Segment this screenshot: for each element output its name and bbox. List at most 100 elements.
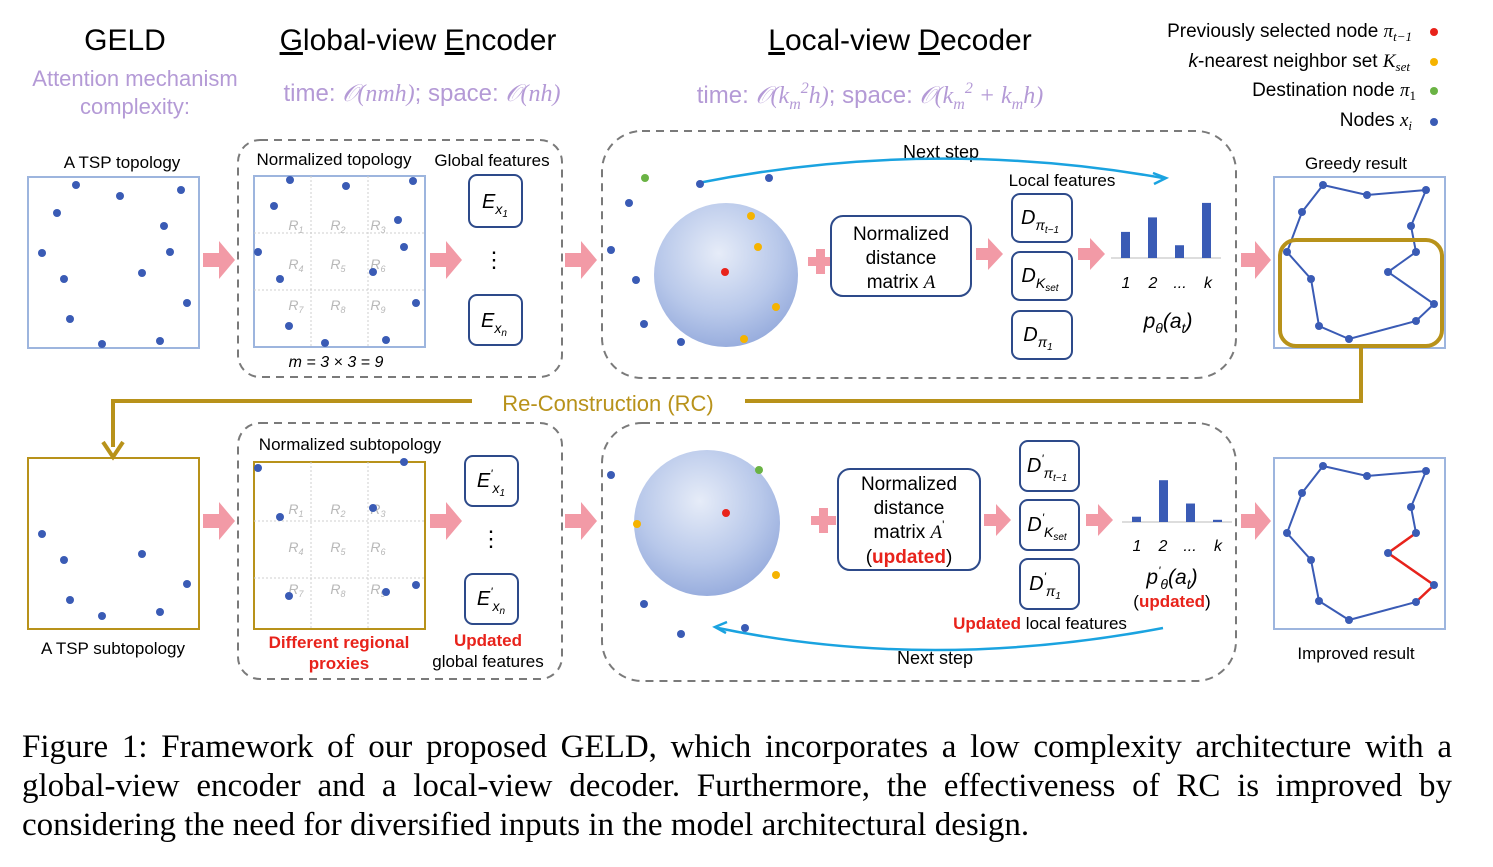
grid-frame bbox=[253, 175, 426, 348]
probability-bar bbox=[1159, 480, 1168, 522]
next-step-arrowhead-icon bbox=[712, 620, 728, 635]
node bbox=[1407, 222, 1415, 230]
node bbox=[640, 600, 648, 608]
knn-node bbox=[772, 303, 780, 311]
knn-node bbox=[740, 335, 748, 343]
node bbox=[741, 624, 749, 632]
improved-tour-path bbox=[1285, 465, 1436, 622]
matrix-label-line1: Normalized bbox=[853, 224, 949, 245]
geld-title: GELD bbox=[84, 24, 166, 57]
embedding-box-xn bbox=[468, 294, 523, 346]
node bbox=[394, 216, 402, 224]
tsp-topology-label: A TSP topology bbox=[64, 153, 181, 172]
probability-bar bbox=[1202, 202, 1211, 258]
node bbox=[632, 276, 640, 284]
global-features-label: Global features bbox=[434, 151, 549, 170]
node bbox=[1363, 191, 1371, 199]
tsp-topology-nodes bbox=[38, 181, 191, 348]
geld-framework-diagram: GELD Attention mechanism complexity: Glo… bbox=[27, 21, 1446, 682]
region-r3: R3 bbox=[370, 217, 385, 235]
legend: Previously selected node πt−1 k-nearest … bbox=[1167, 21, 1438, 133]
node bbox=[677, 630, 685, 638]
legend-selected-dot bbox=[1430, 28, 1438, 36]
node bbox=[412, 581, 420, 589]
prob-tick: 1 bbox=[1122, 275, 1131, 292]
probability-bar bbox=[1121, 231, 1130, 258]
node bbox=[1319, 181, 1327, 189]
destination-node bbox=[755, 466, 763, 474]
embedding-box-xn-updated bbox=[464, 573, 519, 625]
flow-arrow-icon bbox=[203, 502, 235, 540]
node bbox=[72, 181, 80, 189]
node bbox=[342, 182, 350, 190]
improved-segment-highlight bbox=[1385, 531, 1436, 603]
node bbox=[116, 192, 124, 200]
node bbox=[765, 174, 773, 182]
next-step-arrowhead-icon bbox=[1152, 171, 1170, 186]
node bbox=[1412, 529, 1420, 537]
node bbox=[1422, 186, 1430, 194]
node bbox=[1384, 549, 1392, 557]
matrix-updated-line3: matrix A' bbox=[874, 518, 945, 543]
node bbox=[1407, 503, 1415, 511]
attention-label-line1: Attention mechanism bbox=[32, 66, 237, 91]
probability-bar bbox=[1148, 217, 1157, 258]
different-proxies-line2: proxies bbox=[309, 654, 369, 673]
tsp-subtopology-label: A TSP subtopology bbox=[41, 639, 185, 658]
node bbox=[53, 209, 61, 217]
node bbox=[66, 596, 74, 604]
region-r5: R5 bbox=[330, 539, 346, 557]
updated-local-features: Updated local features bbox=[953, 614, 1127, 633]
embedding-box-x1-updated bbox=[464, 455, 519, 507]
neighborhood-sphere-updated bbox=[634, 450, 780, 596]
flow-arrow-icon bbox=[430, 241, 462, 279]
grid-frame bbox=[253, 461, 426, 630]
node bbox=[1430, 300, 1438, 308]
legend-knn-label: k-nearest neighbor set Kset bbox=[1189, 51, 1411, 74]
node bbox=[607, 246, 615, 254]
improved-result-box bbox=[1273, 457, 1446, 630]
prob-updated-label: (updated) bbox=[1133, 592, 1210, 611]
node bbox=[1283, 248, 1291, 256]
decoder-feature-box-updated bbox=[1019, 499, 1080, 551]
grid-formula: m = 3 × 3 = 9 bbox=[289, 354, 384, 371]
matrix-label-line3: matrix A bbox=[867, 272, 936, 293]
node bbox=[1298, 208, 1306, 216]
normalized-topology-label: Normalized topology bbox=[257, 150, 412, 169]
rc-label: Re-Construction (RC) bbox=[502, 391, 714, 416]
region-r6: R6 bbox=[370, 539, 385, 557]
legend-selected-label: Previously selected node πt−1 bbox=[1167, 21, 1412, 44]
flow-arrow-icon bbox=[565, 502, 597, 540]
node bbox=[183, 580, 191, 588]
embedding-ellipsis-updated: ⋮ bbox=[480, 526, 502, 551]
updated-global-line2: global features bbox=[432, 652, 544, 671]
node bbox=[270, 202, 278, 210]
tsp-subtopology-box bbox=[27, 457, 200, 630]
node bbox=[1430, 581, 1438, 589]
tsp-topology-box bbox=[27, 176, 200, 349]
next-step-arrow-bottom bbox=[717, 626, 1164, 652]
region-r7: R7 bbox=[288, 297, 304, 315]
region-r4: R4 bbox=[288, 256, 303, 274]
decoder-title: Local-view Decoder bbox=[768, 24, 1031, 57]
node bbox=[1412, 248, 1420, 256]
prob-tick: ... bbox=[1173, 275, 1186, 292]
node bbox=[285, 592, 293, 600]
embedding-box-x1 bbox=[468, 174, 523, 228]
node bbox=[1283, 529, 1291, 537]
node bbox=[1307, 275, 1315, 283]
node bbox=[1422, 467, 1430, 475]
matrix-updated-line1: Normalized bbox=[861, 474, 957, 495]
knn-node bbox=[747, 212, 755, 220]
node bbox=[276, 513, 284, 521]
node bbox=[254, 248, 262, 256]
distance-matrix-box bbox=[830, 215, 972, 297]
selected-node bbox=[721, 268, 729, 276]
legend-nodes-dot bbox=[1430, 118, 1438, 126]
normalized-subtopology-grid: R1 R2 R3 R4 R5 R6 R7 R8 R9 bbox=[253, 458, 426, 630]
decoder-feature-box bbox=[1011, 310, 1073, 360]
probability-bar bbox=[1213, 519, 1222, 522]
prob-tick: k bbox=[1204, 275, 1213, 292]
node bbox=[1307, 556, 1315, 564]
rc-connector-right bbox=[745, 346, 1363, 403]
